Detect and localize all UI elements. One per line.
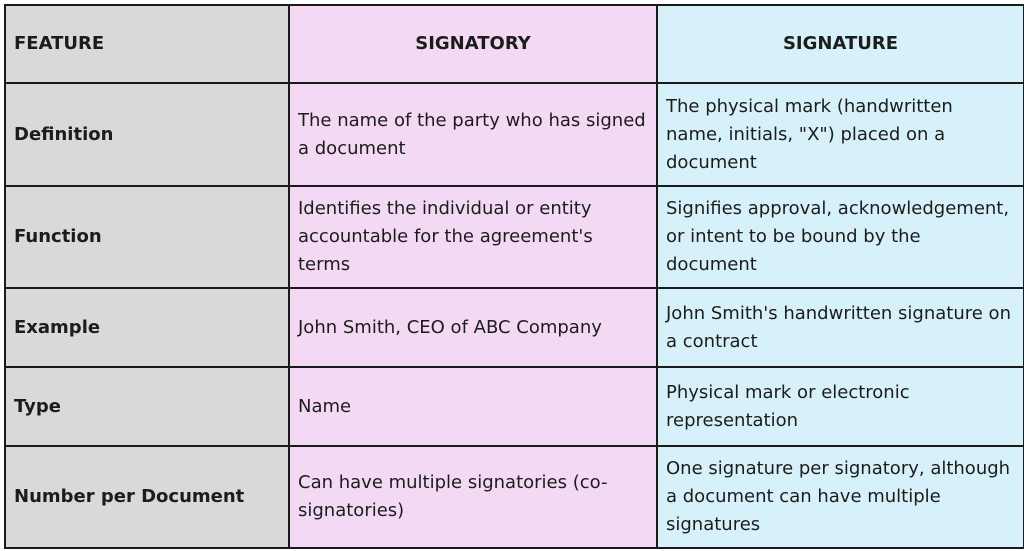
header-signature: SIGNATURE bbox=[656, 4, 1024, 84]
signature-cell: One signature per signatory, although a … bbox=[656, 445, 1024, 549]
table-row: Number per Document Can have multiple si… bbox=[4, 445, 1024, 549]
signature-cell: Physical mark or electronic representati… bbox=[656, 366, 1024, 447]
feature-cell: Number per Document bbox=[4, 445, 290, 549]
feature-cell: Definition bbox=[4, 82, 290, 187]
header-signatory: SIGNATORY bbox=[288, 4, 658, 84]
signatory-cell: John Smith, CEO of ABC Company bbox=[288, 287, 658, 368]
feature-cell: Type bbox=[4, 366, 290, 447]
signatory-cell: Name bbox=[288, 366, 658, 447]
signatory-cell: Can have multiple signatories (co-signat… bbox=[288, 445, 658, 549]
table-row: Example John Smith, CEO of ABC Company J… bbox=[4, 287, 1024, 368]
table-row: Definition The name of the party who has… bbox=[4, 82, 1024, 187]
table-row: Function Identifies the individual or en… bbox=[4, 185, 1024, 289]
header-feature: FEATURE bbox=[4, 4, 290, 84]
signature-cell: Signifies approval, acknowledgement, or … bbox=[656, 185, 1024, 289]
signature-cell: John Smith's handwritten signature on a … bbox=[656, 287, 1024, 368]
feature-cell: Function bbox=[4, 185, 290, 289]
signatory-cell: Identifies the individual or entity acco… bbox=[288, 185, 658, 289]
signature-cell: The physical mark (handwritten name, ini… bbox=[656, 82, 1024, 187]
signatory-cell: The name of the party who has signed a d… bbox=[288, 82, 658, 187]
table-row: Type Name Physical mark or electronic re… bbox=[4, 366, 1024, 447]
comparison-table: FEATURE SIGNATORY SIGNATURE Definition T… bbox=[4, 4, 1024, 549]
header-row: FEATURE SIGNATORY SIGNATURE bbox=[4, 4, 1024, 84]
feature-cell: Example bbox=[4, 287, 290, 368]
